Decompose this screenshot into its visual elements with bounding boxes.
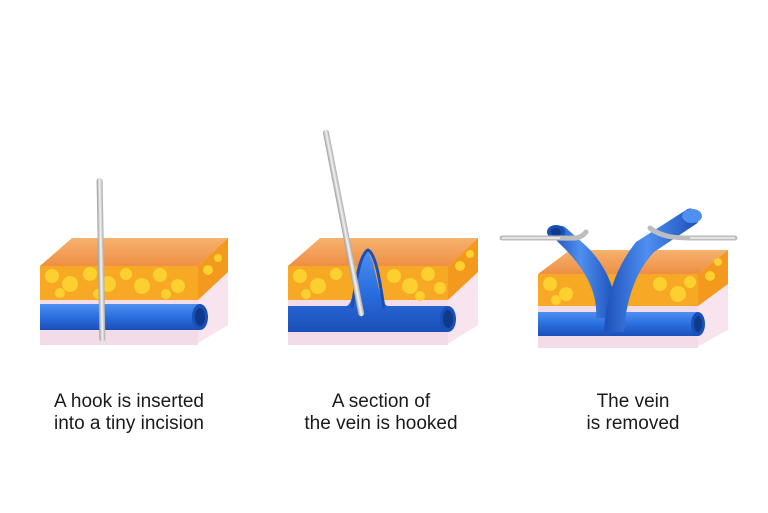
panel-3-fat-globules	[543, 258, 722, 305]
panel-3-vein-left-arm	[551, 225, 617, 318]
panel-1-skin-surface	[40, 238, 228, 266]
caption-2-line-1: A section of	[331, 391, 431, 412]
panel-3-right-hook	[647, 225, 738, 241]
panel-2-skin-surface	[288, 238, 478, 266]
panel-1-hook	[96, 178, 106, 342]
caption-vein-hooked: A section of the vein is hooked	[261, 391, 501, 435]
panel-2-skin-block	[288, 129, 478, 345]
panel-1-fat-side	[198, 238, 228, 300]
panel-3-skin-block	[499, 208, 738, 348]
panel-3-left-hook	[499, 229, 589, 241]
caption-hook-inserted: A hook is inserted into a tiny incision	[9, 391, 249, 435]
caption-1-line-2: into a tiny incision	[54, 413, 204, 434]
panel-3-vein-right-arm	[604, 208, 699, 332]
caption-3-line-1: The vein	[596, 391, 670, 412]
caption-3-line-2: is removed	[586, 413, 680, 434]
panel-2-fat-globules	[293, 250, 474, 301]
caption-2-line-2: the vein is hooked	[304, 413, 458, 434]
panel-1-skin-block	[40, 178, 228, 345]
caption-1-line-1: A hook is inserted	[54, 391, 204, 412]
panel-2-hook	[323, 129, 365, 317]
caption-vein-removed: The vein is removed	[513, 391, 753, 435]
panel-2-vein	[288, 250, 448, 332]
panel-1-vein	[40, 304, 200, 330]
